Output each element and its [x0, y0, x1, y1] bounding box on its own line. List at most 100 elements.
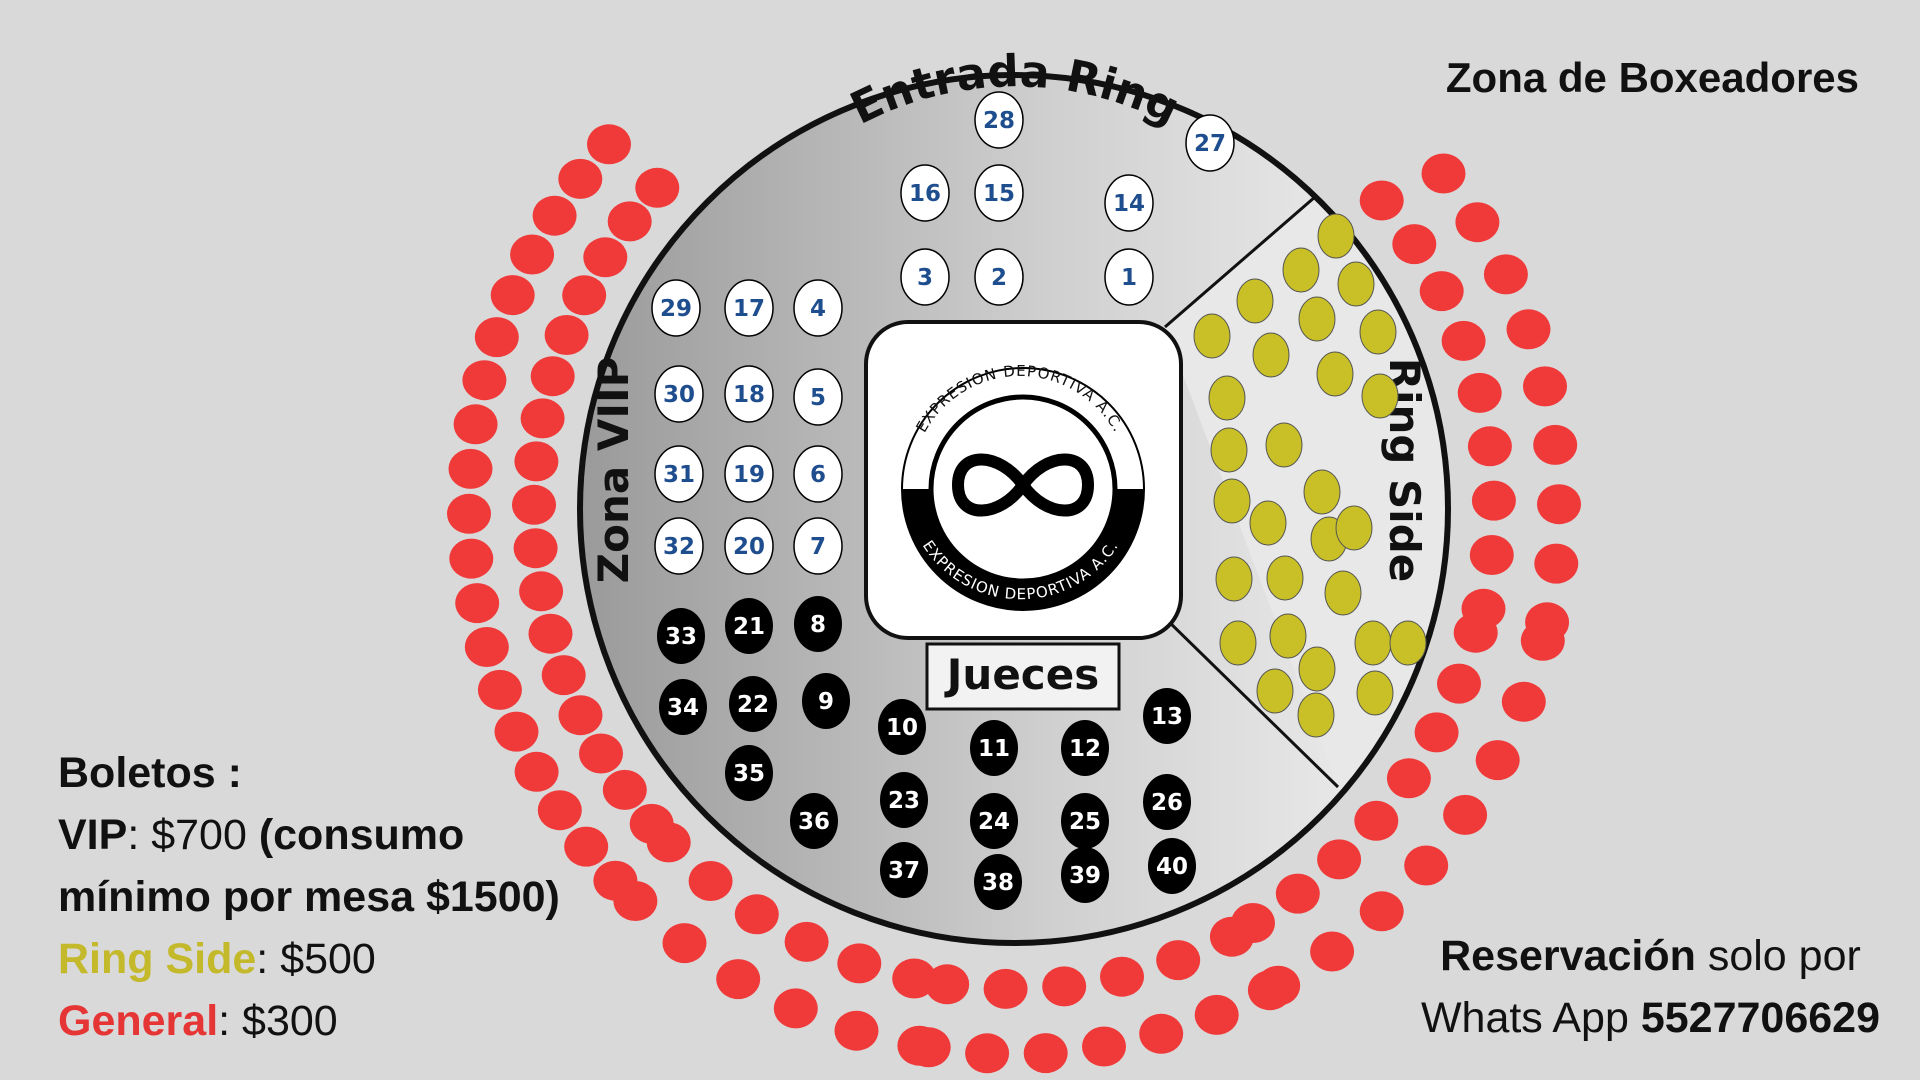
table-33[interactable]: 33	[657, 608, 705, 664]
table-32-shape[interactable]	[654, 517, 704, 575]
table-16[interactable]: 16	[900, 164, 950, 222]
ringside-seat[interactable]	[1282, 247, 1320, 293]
ringside-seat[interactable]	[1210, 427, 1248, 473]
general-seat[interactable]	[1471, 480, 1516, 521]
table-7-shape[interactable]	[793, 517, 843, 575]
table-28[interactable]: 28	[974, 91, 1024, 149]
general-seat[interactable]	[1310, 931, 1355, 972]
general-seat[interactable]	[528, 613, 573, 654]
general-seat[interactable]	[449, 538, 494, 579]
general-seat[interactable]	[494, 711, 539, 752]
ringside-seat[interactable]	[1249, 500, 1287, 546]
ringside-seat[interactable]	[1252, 332, 1290, 378]
table-3-shape[interactable]	[900, 248, 950, 306]
table-34-shape[interactable]	[659, 679, 707, 735]
table-10-shape[interactable]	[878, 699, 926, 755]
general-seat[interactable]	[965, 1033, 1010, 1074]
table-24-shape[interactable]	[970, 793, 1018, 849]
table-19-shape[interactable]	[724, 445, 774, 503]
table-1-shape[interactable]	[1104, 248, 1154, 306]
general-seat[interactable]	[1042, 966, 1087, 1007]
table-30-shape[interactable]	[654, 365, 704, 423]
general-seat[interactable]	[906, 1027, 951, 1068]
general-seat[interactable]	[1525, 602, 1570, 643]
general-seat[interactable]	[564, 826, 609, 867]
ringside-seat[interactable]	[1236, 278, 1274, 324]
general-seat[interactable]	[635, 167, 680, 208]
general-seat[interactable]	[1441, 320, 1486, 361]
table-2[interactable]: 2	[974, 248, 1024, 306]
table-18-shape[interactable]	[724, 365, 774, 423]
table-31[interactable]: 31	[654, 445, 704, 503]
general-seat[interactable]	[1139, 1013, 1184, 1054]
general-seat[interactable]	[983, 968, 1028, 1009]
table-11-shape[interactable]	[970, 720, 1018, 776]
general-seat[interactable]	[1443, 794, 1488, 835]
table-20-shape[interactable]	[724, 517, 774, 575]
table-29[interactable]: 29	[651, 279, 701, 337]
ringside-seat[interactable]	[1193, 313, 1231, 359]
table-22-shape[interactable]	[729, 676, 777, 732]
table-6-shape[interactable]	[793, 445, 843, 503]
table-40-shape[interactable]	[1148, 838, 1196, 894]
general-seat[interactable]	[1461, 588, 1506, 629]
table-37-shape[interactable]	[880, 842, 928, 898]
table-38-shape[interactable]	[974, 854, 1022, 910]
table-27-shape[interactable]	[1185, 114, 1235, 172]
table-6[interactable]: 6	[793, 445, 843, 503]
general-seat[interactable]	[513, 528, 558, 569]
general-seat[interactable]	[1506, 309, 1551, 350]
general-seat[interactable]	[1386, 758, 1431, 799]
ringside-seat[interactable]	[1297, 692, 1335, 738]
ringside-seat[interactable]	[1266, 555, 1304, 601]
general-seat[interactable]	[1469, 535, 1514, 575]
general-seat[interactable]	[688, 861, 733, 901]
table-40[interactable]: 40	[1148, 838, 1196, 894]
table-38[interactable]: 38	[974, 854, 1022, 910]
table-39[interactable]: 39	[1061, 847, 1109, 903]
general-seat[interactable]	[532, 195, 577, 236]
ringside-seat[interactable]	[1269, 613, 1307, 659]
table-23-shape[interactable]	[880, 772, 928, 828]
table-27[interactable]: 27	[1185, 114, 1235, 172]
general-seat[interactable]	[447, 493, 491, 534]
general-seat[interactable]	[462, 360, 507, 401]
table-34[interactable]: 34	[659, 679, 707, 735]
table-15-shape[interactable]	[974, 164, 1024, 222]
general-seat[interactable]	[1256, 965, 1301, 1006]
general-seat[interactable]	[1421, 153, 1466, 194]
table-16-shape[interactable]	[900, 164, 950, 222]
general-seat[interactable]	[455, 583, 500, 624]
table-9[interactable]: 9	[802, 673, 850, 729]
table-18[interactable]: 18	[724, 365, 774, 423]
table-12[interactable]: 12	[1061, 720, 1109, 776]
general-seat[interactable]	[587, 124, 631, 165]
general-seat[interactable]	[1455, 202, 1500, 243]
general-seat[interactable]	[541, 655, 586, 696]
ringside-seat[interactable]	[1359, 309, 1397, 355]
table-36[interactable]: 36	[790, 793, 838, 849]
general-seat[interactable]	[1483, 254, 1528, 295]
ringside-seat[interactable]	[1335, 505, 1373, 551]
ringside-seat[interactable]	[1324, 570, 1362, 616]
table-19[interactable]: 19	[724, 445, 774, 503]
general-seat[interactable]	[530, 356, 575, 397]
table-26[interactable]: 26	[1143, 774, 1191, 830]
table-20[interactable]: 20	[724, 517, 774, 575]
table-15[interactable]: 15	[974, 164, 1024, 222]
general-seat[interactable]	[1231, 903, 1275, 943]
general-seat[interactable]	[1354, 800, 1399, 841]
table-33-shape[interactable]	[657, 608, 705, 664]
table-17[interactable]: 17	[724, 279, 774, 337]
general-seat[interactable]	[583, 237, 628, 278]
ringside-seat[interactable]	[1317, 213, 1355, 259]
general-seat[interactable]	[1156, 940, 1201, 981]
general-seat[interactable]	[1082, 1026, 1126, 1067]
general-seat[interactable]	[1404, 845, 1449, 886]
general-seat[interactable]	[773, 988, 818, 1029]
general-seat[interactable]	[558, 158, 603, 199]
general-seat[interactable]	[1501, 681, 1546, 722]
general-seat[interactable]	[510, 234, 555, 275]
table-13[interactable]: 13	[1143, 688, 1191, 744]
general-seat[interactable]	[464, 627, 509, 667]
